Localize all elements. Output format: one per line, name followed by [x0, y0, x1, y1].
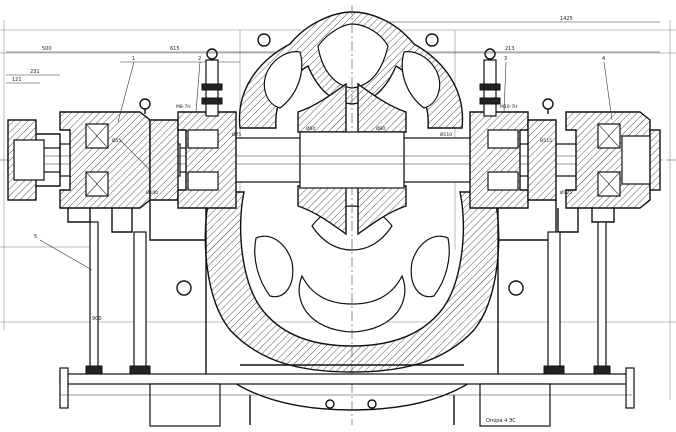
callout-leaders: 1 2 3 4 5 — [34, 56, 613, 271]
dim-top-1: 500 — [42, 46, 52, 52]
note-dia-1: Ø100 — [146, 189, 158, 196]
dim-left-2: 121 — [12, 77, 22, 83]
note-dia-2: Ø125 — [560, 189, 572, 196]
shaft-dim-1: Ø55 — [112, 137, 121, 144]
callout-1: 1 — [132, 56, 135, 62]
dim-lower-left: 900 — [92, 316, 102, 322]
note-thread-left: M8-7H — [176, 104, 191, 110]
callout-3: 3 — [504, 56, 507, 62]
callout-2: 2 — [198, 56, 201, 62]
shaft-dim-6: Ø115 — [540, 137, 552, 144]
coupling-hub — [7, 119, 61, 201]
shaft-dimension-labels: Ø55 Ø75 Ø80 Ø90 Ø110 Ø115 — [112, 125, 552, 144]
shaft-dim-5: Ø110 — [440, 131, 452, 138]
dim-top-2: 615 — [170, 46, 180, 52]
dim-top-4: 1425 — [560, 16, 573, 22]
callout-5: 5 — [34, 234, 37, 240]
shaft-dim-3: Ø80 — [306, 125, 315, 132]
note-thread-right: M10-7H — [500, 104, 517, 110]
casing-bolt-holes — [176, 33, 524, 296]
drawing-notes: M8-7H M10-7H Ø100 Ø125 900 Опора 4 ЭС — [92, 104, 572, 424]
shaft-dim-2: Ø75 — [232, 131, 241, 138]
dim-top-3: 213 — [505, 46, 515, 52]
callout-4: 4 — [602, 56, 605, 62]
right-bearing-housing — [469, 48, 661, 209]
left-bearing-housing — [59, 48, 237, 209]
base-label: Опора 4 ЭС — [486, 418, 516, 424]
volute-casing — [204, 11, 500, 425]
base-frame — [59, 367, 635, 427]
shaft-dim-4: Ø90 — [376, 125, 385, 132]
dim-left-1: 231 — [30, 69, 40, 75]
support-rods — [85, 221, 611, 375]
